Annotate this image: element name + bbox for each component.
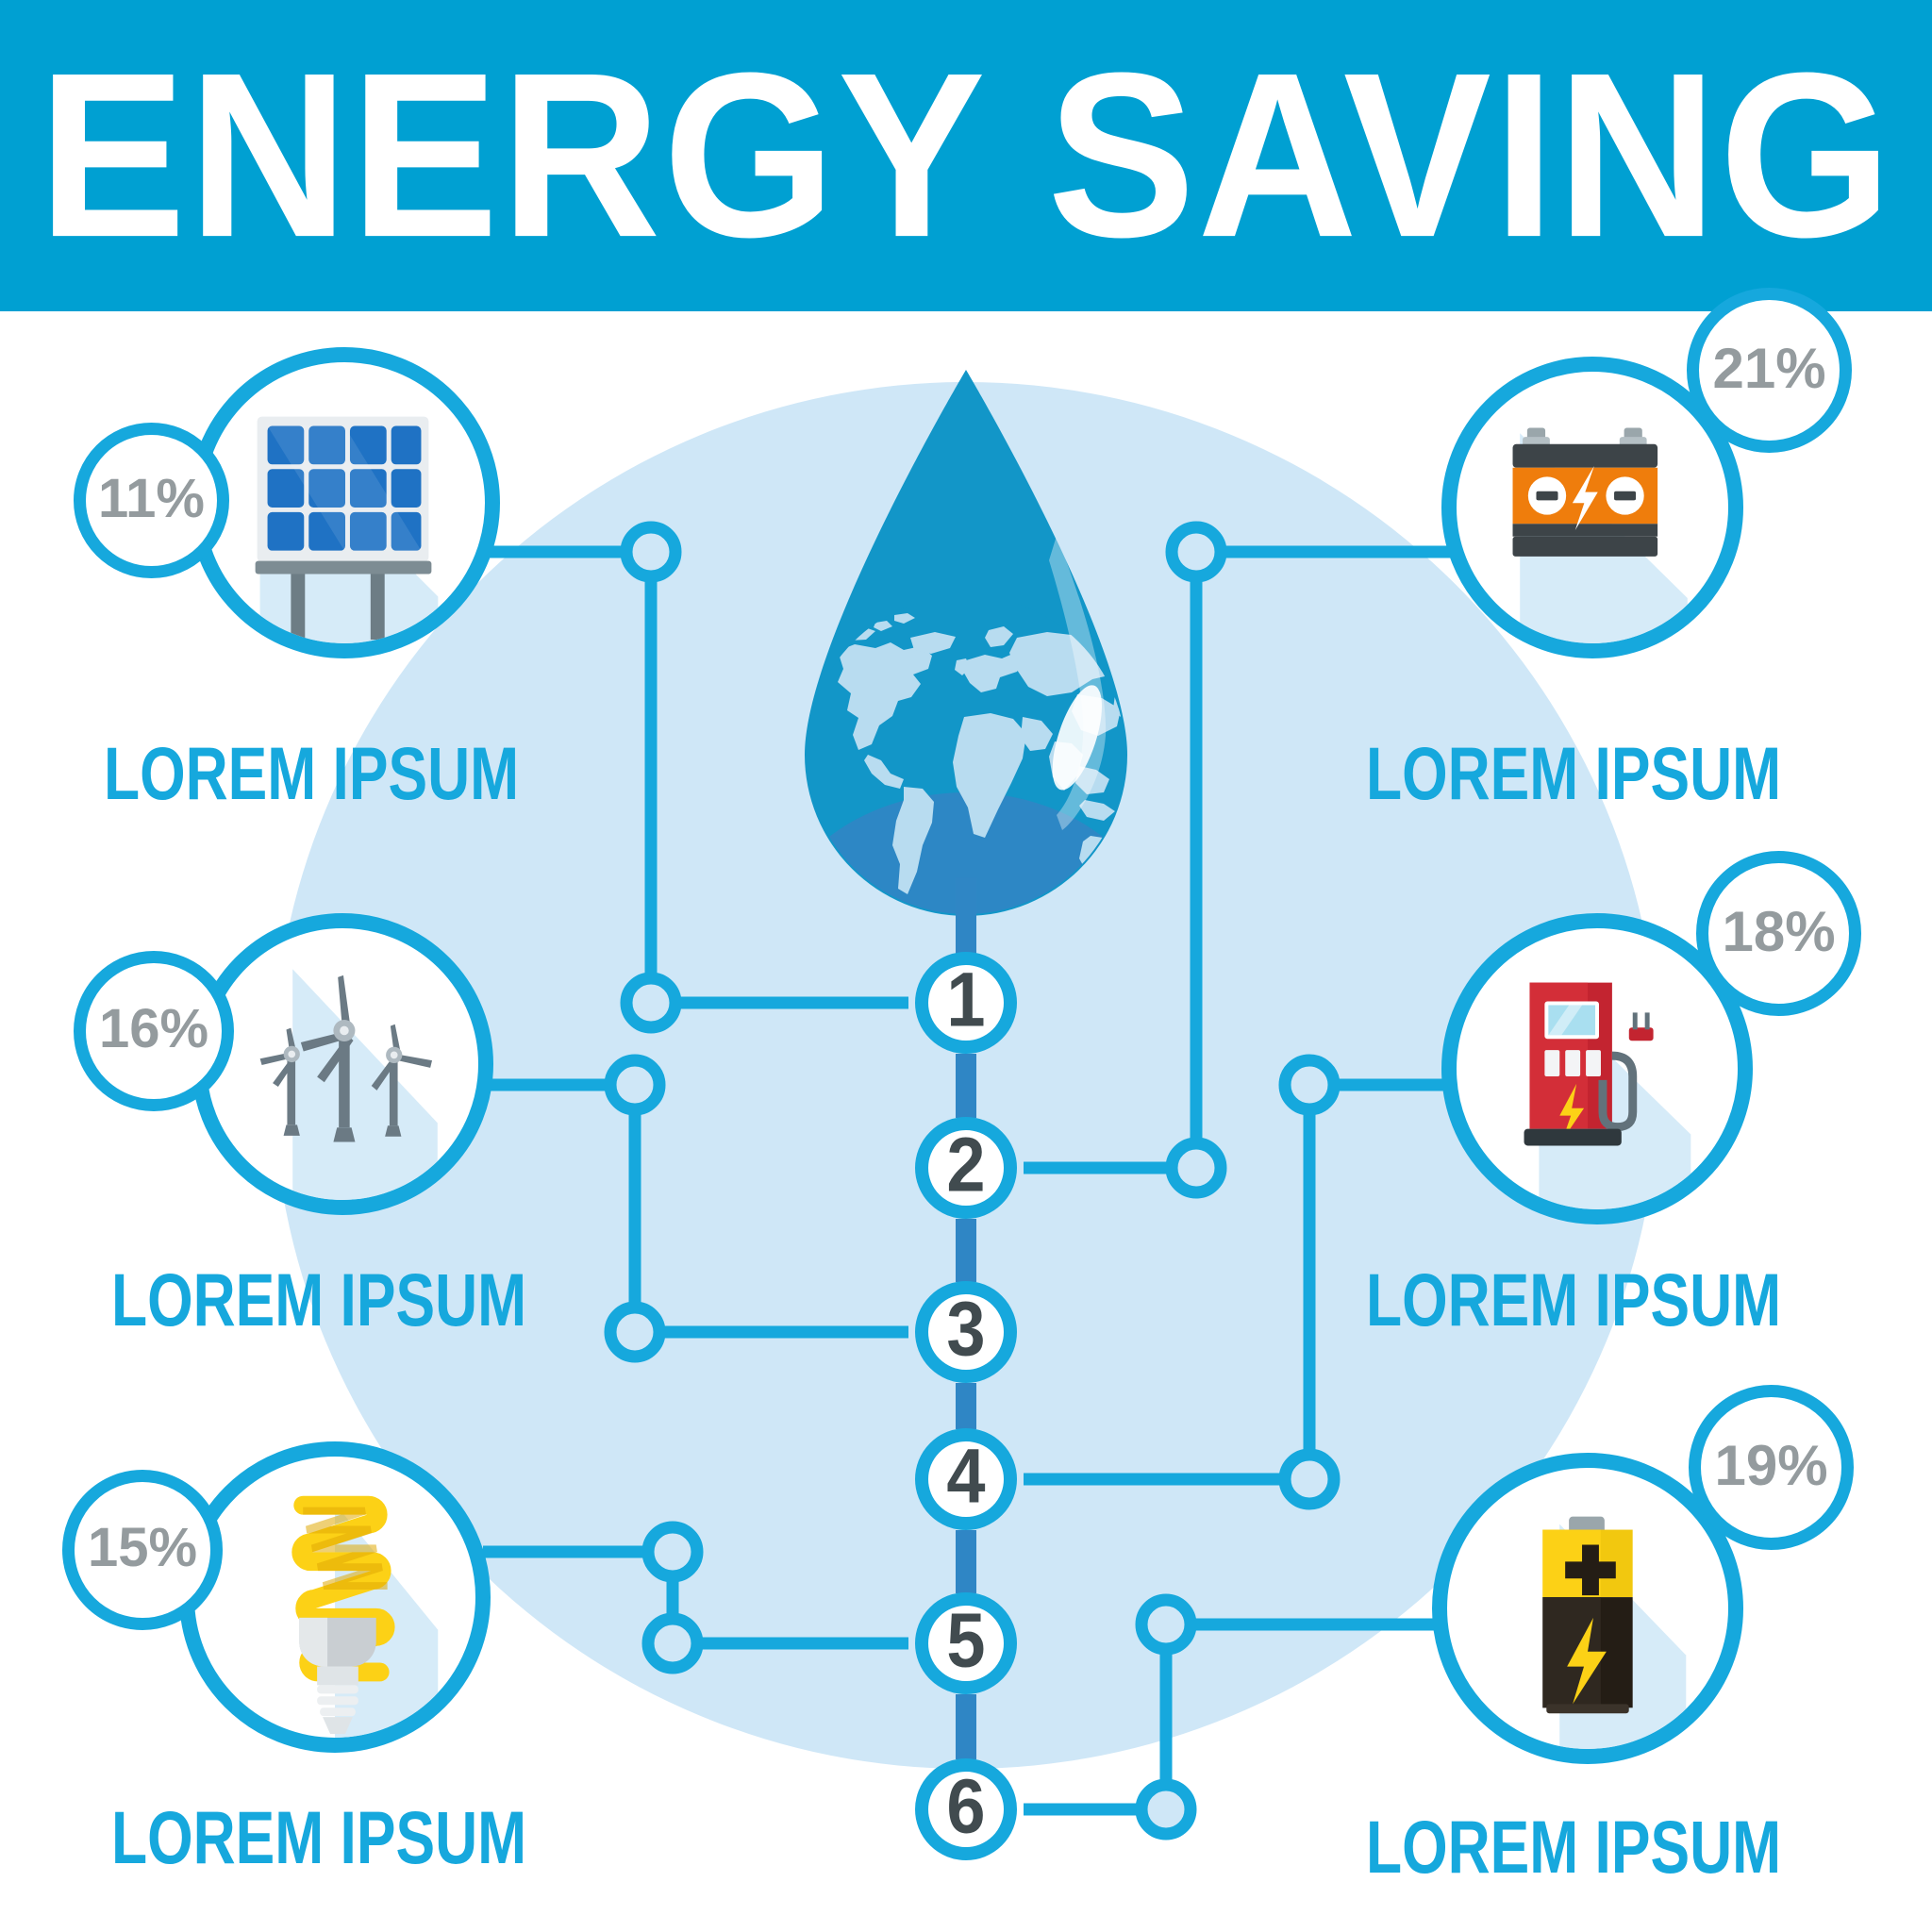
label-wind-turbine: LOREM IPSUM	[111, 1259, 527, 1342]
label-charging-station: LOREM IPSUM	[1366, 1259, 1782, 1342]
timeline-marker-5[interactable]: 5	[915, 1592, 1017, 1694]
globe-continents	[821, 613, 1125, 894]
percent-badge-car-battery: 21%	[1687, 288, 1852, 453]
connector-node	[1278, 1448, 1341, 1510]
label-solar-panel: LOREM IPSUM	[104, 733, 520, 816]
label-cfl-bulb: LOREM IPSUM	[111, 1797, 527, 1880]
item-circle-cfl-bulb[interactable]	[179, 1441, 491, 1753]
timeline-marker-1[interactable]: 1	[915, 952, 1017, 1054]
timeline-marker-2[interactable]: 2	[915, 1117, 1017, 1219]
item-circle-wind-turbine[interactable]	[192, 913, 493, 1215]
solar-panel-icon	[204, 362, 485, 643]
icon-shadow	[292, 969, 438, 1200]
connector-node	[620, 521, 682, 583]
cfl-bulb-icon	[194, 1457, 475, 1738]
connector-node	[1278, 1054, 1341, 1116]
car-battery-icon	[1457, 372, 1728, 643]
connector-node	[604, 1301, 666, 1363]
connector-node	[1135, 1593, 1197, 1656]
item-circle-charging-station[interactable]	[1441, 913, 1753, 1224]
drop-highlight-dot	[1052, 685, 1103, 791]
percent-badge-aa-battery: 19%	[1689, 1385, 1854, 1550]
timeline-marker-6[interactable]: 6	[915, 1758, 1017, 1860]
label-car-battery: LOREM IPSUM	[1366, 733, 1782, 816]
connector-node	[1165, 1137, 1227, 1199]
percent-badge-wind-turbine: 16%	[74, 951, 234, 1111]
connector-node	[1165, 521, 1227, 583]
connector-node	[620, 972, 682, 1034]
item-circle-solar-panel[interactable]	[189, 347, 500, 658]
wind-turbine-icon	[207, 928, 478, 1200]
percent-badge-solar-panel: 11%	[74, 423, 229, 578]
connector-node	[604, 1054, 666, 1116]
aa-battery-icon	[1447, 1468, 1728, 1749]
percent-badge-cfl-bulb: 15%	[62, 1470, 223, 1630]
item-circle-aa-battery[interactable]	[1432, 1453, 1743, 1764]
drop-stem	[956, 877, 976, 964]
connector-node	[1135, 1778, 1197, 1840]
header-bar	[0, 0, 1932, 311]
page-title: ENERGY SAVING	[38, 25, 1894, 287]
label-aa-battery: LOREM IPSUM	[1366, 1807, 1782, 1890]
globe-shading	[807, 792, 1125, 914]
connector-node	[641, 1521, 704, 1583]
drop-highlight	[1049, 536, 1107, 830]
timeline-marker-4[interactable]: 4	[915, 1428, 1017, 1530]
connector-node	[641, 1612, 704, 1674]
timeline-marker-3[interactable]: 3	[915, 1281, 1017, 1383]
percent-badge-charging-station: 18%	[1696, 851, 1861, 1016]
charging-station-icon	[1457, 928, 1738, 1209]
